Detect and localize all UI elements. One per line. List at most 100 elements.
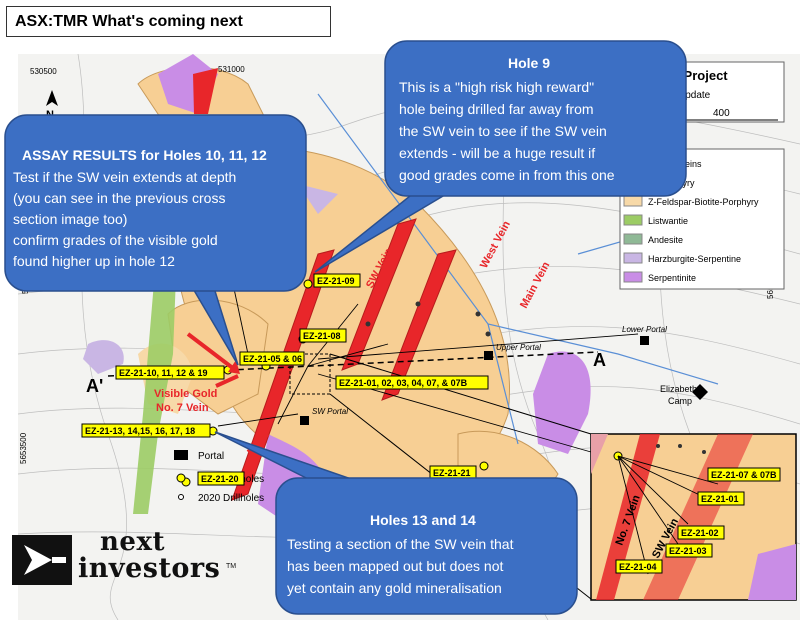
legend-label: Listwantie [648, 216, 688, 226]
assay-line-1: Test if the SW vein extends at depth [13, 169, 236, 185]
svg-text:EZ-21-09: EZ-21-09 [317, 276, 355, 286]
north-arrow-icon [46, 90, 58, 106]
section-a-prime-label: A' [86, 376, 103, 396]
svg-text:EZ-21-13, 14,15, 16, 17, 18: EZ-21-13, 14,15, 16, 17, 18 [85, 426, 195, 436]
hole-label-05-06: EZ-21-05 & 06 [239, 351, 305, 366]
hole-label-09: EZ-21-09 [313, 273, 361, 288]
inset-traces [617, 455, 719, 575]
coord-n2: 5653500 [19, 432, 28, 464]
legend-subtitle: Update [678, 90, 711, 101]
inset-serpentine-corner [591, 434, 608, 474]
drill-2020-icon [178, 494, 184, 500]
drill-2021-icon [176, 473, 186, 483]
visible-gold-label: Visible Gold [154, 388, 217, 400]
holes1314-line-2: has been mapped out but does not [287, 558, 504, 574]
hole9-line-5: good grades come in from this one [399, 167, 615, 183]
svg-text:EZ-21-02: EZ-21-02 [681, 528, 719, 538]
upper-portal-icon [484, 351, 493, 360]
zoom-box [289, 353, 331, 395]
assay-line-2: (you can see in the previous cross [13, 190, 225, 206]
svg-text:EZ-21-04: EZ-21-04 [619, 562, 657, 572]
elizabeth-label: Elizabeth [660, 384, 697, 394]
svg-text:EZ-21-01, 02, 03, 04, 07, & 07: EZ-21-01, 02, 03, 04, 07, & 07B [339, 378, 468, 388]
holes1314-line-1: Testing a section of the SW vein that [287, 536, 514, 552]
inset-label-03: EZ-21-03 [665, 543, 713, 558]
upper-portal-label: Upper Portal [496, 343, 541, 352]
brand-trademark: TM [226, 563, 237, 570]
legend-label: Harzburgite-Serpentine [648, 254, 741, 264]
svg-text:EZ-21-20: EZ-21-20 [201, 474, 239, 484]
hole9-line-1: This is a "high risk high reward" [399, 79, 594, 95]
section-a-label: A [593, 350, 606, 370]
inset-label-02: EZ-21-02 [677, 525, 725, 540]
red-arrow-1 [186, 332, 236, 371]
camp-label: Camp [668, 396, 692, 406]
zoom-connector-top [329, 353, 592, 435]
hole9-callout: Hole 9 This is a "high risk high reward"… [314, 40, 687, 273]
portal-icon [174, 450, 188, 460]
vein-north [193, 68, 218, 114]
hole-label-01-07b: EZ-21-01, 02, 03, 04, 07, & 07B [335, 375, 489, 390]
drill-legend-2020: 2020 Drillholes [198, 493, 264, 504]
scale-label: 400 [713, 108, 730, 119]
hole-label-08: EZ-21-08 [299, 328, 347, 343]
hole-label-10-11-12-19: EZ-21-10, 11, 12 & 19 [115, 365, 225, 380]
svg-text:EZ-21-01: EZ-21-01 [701, 494, 739, 504]
legend-swatch [623, 233, 643, 245]
legend-swatch [623, 214, 643, 226]
hole9-line-2: hole being drilled far away from [399, 101, 594, 117]
svg-text:EZ-21-05 & 06: EZ-21-05 & 06 [243, 354, 302, 364]
brand-line-1: next [100, 527, 165, 557]
lower-portal-label: Lower Portal [622, 325, 667, 334]
svg-text:EZ-21-08: EZ-21-08 [303, 331, 341, 341]
hole9-line-3: the SW vein to see if the SW vein [399, 123, 607, 139]
assay-title: ASSAY RESULTS for Holes 10, 11, 12 [22, 147, 267, 163]
hole-label-13-18: EZ-21-13, 14,15, 16, 17, 18 [81, 423, 211, 438]
inset-serpentinite [748, 544, 796, 600]
harzburgite-patch [83, 340, 124, 374]
assay-line-4: confirm grades of the visible gold [13, 232, 218, 248]
legend-label: Andesite [648, 235, 683, 245]
assay-line-5: found higher up in hole 12 [13, 253, 175, 269]
brand-line-2: investors [78, 553, 221, 584]
main-vein [381, 249, 457, 401]
inset-map: No. 7 Vein SW Vein EZ-21-07 & 07B EZ-21-… [590, 433, 797, 601]
svg-text:EZ-21-21: EZ-21-21 [433, 468, 471, 478]
sw-vein [231, 249, 335, 501]
inset-label-07-07b: EZ-21-07 & 07B [707, 467, 781, 482]
assay-line-3: section image too) [13, 211, 127, 227]
coord-e2: 531000 [218, 65, 245, 74]
legend-label: Serpentinite [648, 273, 696, 283]
svg-text:EZ-21-03: EZ-21-03 [669, 546, 707, 556]
lower-portal-icon [640, 336, 649, 345]
camp-icon [692, 384, 708, 400]
svg-text:EZ-21-07 & 07B: EZ-21-07 & 07B [711, 470, 777, 480]
inset-no7-vein [596, 434, 660, 600]
page-title-box: ASX:TMR What's coming next [6, 6, 331, 37]
holes1314-line-3: yet contain any gold mineralisation [287, 580, 502, 596]
holes1314-callout: Holes 13 and 14 Testing a section of the… [214, 431, 578, 615]
hole9-line-4: extends - will be a huge result if [399, 145, 595, 161]
inset-label-01: EZ-21-01 [697, 491, 745, 506]
hole-label-20: EZ-21-20 [197, 471, 245, 486]
legend-swatch [623, 271, 643, 283]
inset-label-04: EZ-21-04 [615, 559, 663, 574]
sw-portal-label: SW Portal [312, 407, 348, 416]
brand-mark-icon [12, 535, 72, 585]
hole9-title: Hole 9 [508, 55, 550, 71]
assay-callout: ASSAY RESULTS for Holes 10, 11, 12 Test … [4, 114, 307, 366]
serpentinite-east [533, 351, 591, 454]
no7-vein-label: No. 7 Vein [156, 402, 209, 414]
veins [193, 68, 457, 501]
brand-logo: next investors TM [12, 527, 242, 589]
legend-swatch [623, 252, 643, 264]
red-arrow-2 [215, 374, 239, 388]
harzburgite-small [298, 184, 338, 214]
legend: d Project Update 400 th Gold Veinsar Por… [619, 61, 785, 290]
svg-text:EZ-21-10, 11, 12 & 19: EZ-21-10, 11, 12 & 19 [119, 368, 208, 378]
sw-portal-icon [300, 416, 309, 425]
legend-label: Z-Feldspar-Biotite-Porphyry [648, 197, 759, 207]
coord-e1: 530500 [30, 67, 57, 76]
drill-legend-portal: Portal [198, 451, 224, 462]
